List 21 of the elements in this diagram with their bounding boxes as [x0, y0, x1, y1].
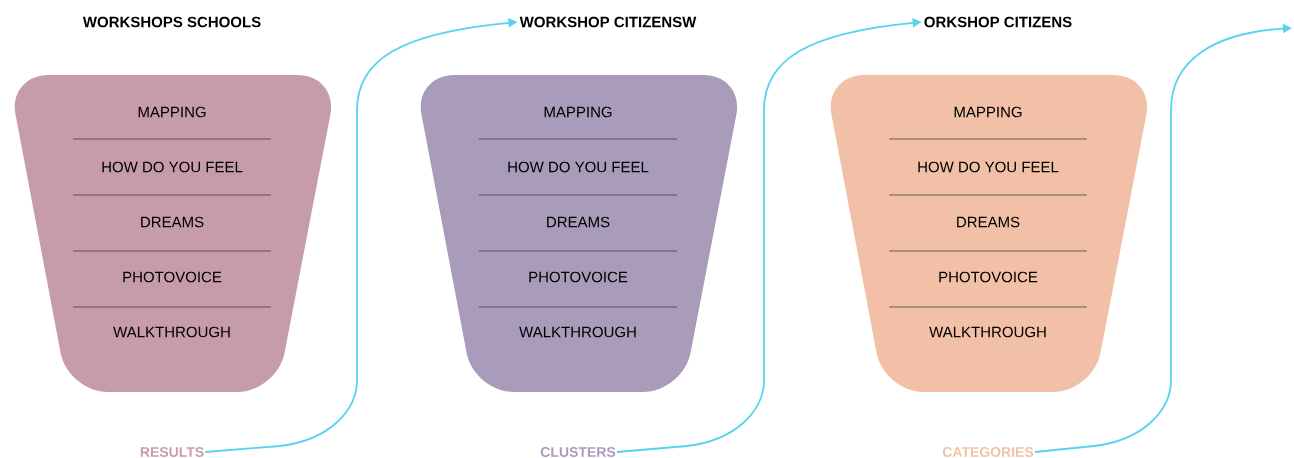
list-item: WALKTHROUGH [929, 326, 1046, 338]
bottom-label: RESULTS [140, 447, 204, 457]
list-item: MAPPING [138, 106, 206, 118]
list-item: DREAMS [957, 216, 1020, 228]
list-item: HOW DO YOU FEEL [102, 161, 243, 173]
bottom-label: CATEGORIES [942, 447, 1034, 457]
list-item: HOW DO YOU FEEL [918, 161, 1059, 173]
list-item: DREAMS [141, 216, 204, 228]
list-item: HOW DO YOU FEEL [508, 161, 649, 173]
list-item: WALKTHROUGH [519, 326, 636, 338]
heading: WORKSHOP CITIZENSW [519, 16, 697, 28]
heading: ORKSHOP CITIZENS [924, 16, 1072, 28]
list-item: MAPPING [954, 106, 1022, 118]
list-item: DREAMS [547, 216, 610, 228]
list-item: PHOTOVOICE [939, 271, 1038, 283]
list-item: MAPPING [544, 106, 612, 118]
list-item: PHOTOVOICE [529, 271, 628, 283]
list-item: PHOTOVOICE [123, 271, 222, 283]
list-item: WALKTHROUGH [113, 326, 230, 338]
bottom-label: CLUSTERS [540, 447, 616, 457]
heading: WORKSHOPS SCHOOLS [82, 16, 261, 28]
